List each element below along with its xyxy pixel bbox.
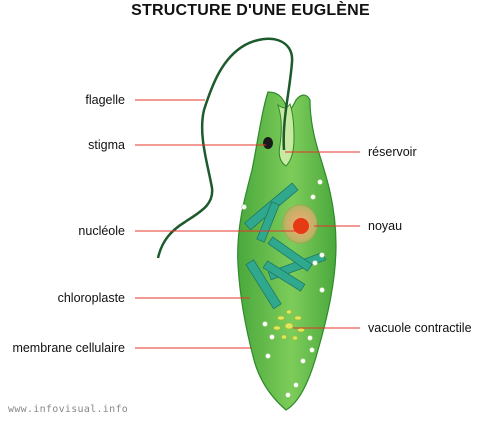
chloroplast-4	[267, 236, 313, 272]
label-flagelle: flagelle	[85, 93, 125, 107]
label-vacuole: vacuole contractile	[368, 321, 472, 335]
stigma-eyespot	[263, 137, 273, 149]
leader-lines	[135, 99, 360, 349]
flagellum	[156, 37, 294, 259]
chloroplast-5	[245, 259, 282, 310]
label-chloroplaste: chloroplaste	[57, 291, 125, 305]
reservoir	[277, 102, 295, 167]
nucleolus	[293, 218, 309, 234]
label-nucleole: nucléole	[78, 224, 125, 238]
label-noyau: noyau	[368, 219, 403, 233]
chloroplasts	[244, 182, 327, 310]
watermark: www.infovisual.info	[8, 404, 129, 415]
label-reservoir: réservoir	[368, 145, 417, 159]
chloroplast-6	[262, 260, 306, 292]
label-stigma: stigma	[88, 138, 125, 152]
contractile-vacuole	[273, 309, 305, 341]
granules	[241, 179, 325, 398]
diagram-title: STRUCTURE D'UNE EUGLÈNE	[131, 2, 370, 19]
label-membrane: membrane cellulaire	[12, 341, 125, 355]
chloroplast-2	[256, 201, 280, 243]
